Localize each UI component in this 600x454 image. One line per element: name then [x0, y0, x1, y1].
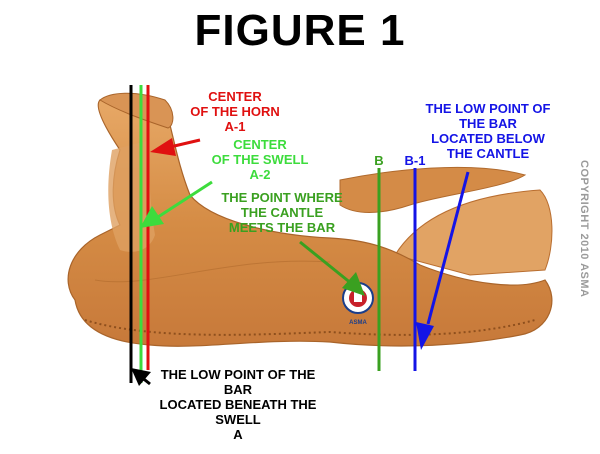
label-center-of-swell-text: CENTER OF THE SWELL A-2: [211, 137, 309, 182]
label-line-b1: B-1: [398, 153, 432, 168]
label-center-of-swell: CENTER OF THE SWELL A-2: [205, 137, 315, 182]
label-low-point-cantle: THE LOW POINT OF THE BAR LOCATED BELOW T…: [418, 101, 558, 161]
copyright-notice: COPYRIGHT 2010 ASMA: [578, 160, 590, 298]
arrow-cantle-bar: [299, 240, 365, 296]
label-low-point-swell: THE LOW POINT OF THE BAR LOCATED BENEATH…: [148, 367, 328, 442]
saddle-tree-image: [67, 92, 553, 347]
arrow-horn: [150, 138, 201, 156]
arrow-low-point-cantle: [416, 171, 470, 350]
label-line-b-text: B: [374, 153, 384, 168]
figure-title: FIGURE 1: [194, 6, 406, 55]
label-line-b1-text: B-1: [404, 153, 426, 168]
label-line-b: B: [371, 153, 387, 168]
arrow-low-point-swell: [131, 368, 151, 386]
label-low-point-cantle-text: THE LOW POINT OF THE BAR LOCATED BELOW T…: [425, 101, 551, 161]
label-cantle-meets-bar-text: THE POINT WHERE THE CANTLE MEETS THE BAR: [221, 190, 343, 235]
label-center-of-horn: CENTER OF THE HORN A-1: [180, 89, 290, 134]
label-center-of-horn-text: CENTER OF THE HORN A-1: [190, 89, 280, 134]
logo-text: ASMA: [349, 320, 367, 326]
label-low-point-swell-text: THE LOW POINT OF THE BAR LOCATED BENEATH…: [159, 367, 317, 442]
label-cantle-meets-bar: THE POINT WHERE THE CANTLE MEETS THE BAR: [218, 190, 346, 235]
arrow-swell: [140, 180, 213, 228]
